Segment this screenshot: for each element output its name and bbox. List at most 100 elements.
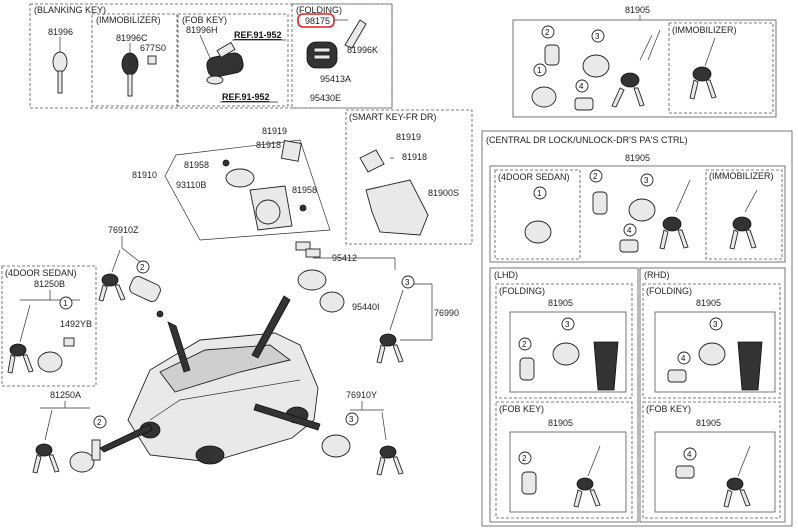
svg-text:1: 1 [537, 189, 542, 198]
label-81919-b: 81919 [396, 132, 421, 142]
callout-4: 4 [579, 82, 584, 91]
door-lock-76910Y-parts: 3 [321, 411, 404, 476]
svg-text:2: 2 [522, 340, 527, 349]
four-door-sedan-title-b: (4DOOR SEDAN) [5, 268, 77, 278]
label-81996H: 81996H [186, 25, 218, 35]
lhd-folding-set [509, 311, 627, 393]
label-93110B: 93110B [176, 180, 206, 190]
lhd-folding-parts: 2 3 [518, 317, 619, 391]
rhd-fob-key-title: (FOB KEY) [646, 404, 691, 414]
label-95440I: 95440I [352, 302, 380, 312]
svg-text:2: 2 [522, 454, 527, 463]
label-81996C: 81996C [116, 33, 148, 43]
label-81996K: 81996K [347, 45, 378, 55]
lhd-fob-key-group [495, 401, 633, 519]
rhd-folding-set [654, 311, 776, 393]
label-81905-central: 81905 [625, 153, 650, 163]
immobilizer-central-title: (IMMOBILIZER) [709, 171, 774, 181]
rhd-fob-key-group [642, 401, 781, 519]
blanking-key-title: (BLANKING KEY) [34, 5, 106, 15]
label-81905-rhd-fob: 81905 [696, 418, 721, 428]
ref-91-952-a: REF.91-952 [234, 30, 282, 40]
central-set-parts: 1 2 3 4 [524, 169, 758, 253]
smart-key-group [345, 109, 473, 245]
lhd-fob-parts: 2 [518, 445, 601, 508]
svg-text:4: 4 [627, 226, 632, 235]
svg-text:1: 1 [63, 299, 68, 308]
folding-key-fob-icon [306, 41, 338, 69]
lhd-fob-set [509, 431, 627, 513]
lhd-fob-key-title: (FOB KEY) [499, 404, 544, 414]
center-connector-parts [295, 241, 321, 258]
label-81905-rhd-folding: 81905 [696, 298, 721, 308]
central-set-group [489, 165, 786, 263]
immobilizer-group-central [705, 169, 783, 260]
folding-group [291, 3, 393, 109]
label-98175: 98175 [305, 16, 330, 26]
center-key-ring-parts: 3 [297, 269, 415, 364]
rhd-group [639, 267, 786, 523]
ignition-set-group-top [512, 19, 777, 118]
svg-text:2: 2 [97, 418, 102, 427]
immobilizer-title: (IMMOBILIZER) [96, 15, 161, 25]
immobilizer-top-title: (IMMOBILIZER) [672, 25, 737, 35]
label-76990: 76990 [434, 308, 459, 318]
lhd-title: (LHD) [494, 270, 518, 280]
lhd-group [489, 267, 639, 523]
label-81250B: 81250B [34, 279, 65, 289]
callout-2: 2 [545, 28, 550, 37]
rhd-fob-parts: 4 [675, 445, 751, 508]
label-81905-lhd-fob: 81905 [548, 418, 573, 428]
label-76910Y: 76910Y [346, 390, 377, 400]
label-81918-a: 81918 [256, 140, 281, 150]
lhd-folding-group [495, 283, 633, 399]
label-81910: 81910 [132, 170, 157, 180]
car-illustration [99, 295, 321, 465]
blanking-key-group [29, 3, 393, 109]
four-door-sedan-group-b [1, 265, 97, 387]
highlight-98175 [297, 13, 335, 28]
label-81905-lhd-folding: 81905 [548, 298, 573, 308]
fob-key-icon [206, 41, 244, 85]
svg-text:4: 4 [687, 450, 692, 459]
rhd-folding-title: (FOLDING) [646, 286, 692, 296]
door-lock-76910Z-parts: 2 [98, 249, 164, 318]
smart-key-lock-icon [359, 149, 429, 236]
folding-title: (FOLDING) [296, 5, 342, 15]
rhd-folding-parts: 3 4 [667, 317, 763, 391]
lhd-folding-title: (FOLDING) [499, 286, 545, 296]
label-677S0: 677S0 [140, 43, 166, 53]
trunk-lock-81250A-parts: 2 [32, 409, 107, 474]
immobilizer-key-icon [121, 52, 157, 97]
ignition-lock-assembly-icon [222, 140, 307, 231]
central-lock-group [481, 130, 793, 527]
four-door-sedan-b-parts: 1 [7, 296, 75, 374]
label-81250A: 81250A [50, 390, 81, 400]
svg-text:2: 2 [593, 172, 598, 181]
smart-key-title: (SMART KEY-FR DR) [349, 112, 436, 122]
svg-text:3: 3 [565, 320, 570, 329]
label-1492YB: 1492YB [60, 319, 92, 329]
label-81918-b: 81918 [402, 152, 427, 162]
rhd-title: (RHD) [644, 270, 670, 280]
svg-text:3: 3 [349, 415, 354, 424]
four-door-sedan-group-a [494, 169, 581, 260]
label-81996: 81996 [48, 27, 73, 37]
svg-text:3: 3 [644, 176, 649, 185]
ignition-outline [164, 139, 331, 241]
callout-3: 3 [595, 32, 600, 41]
ref-91-952-b: REF.91-952 [222, 92, 270, 102]
immobilizer-group-top [668, 22, 774, 114]
label-76910Z: 76910Z [108, 225, 139, 235]
rhd-folding-group [642, 283, 781, 399]
svg-text:3: 3 [405, 278, 410, 287]
immobilizer-group [91, 13, 178, 107]
label-81958-a: 81958 [184, 160, 209, 170]
label-81905-top: 81905 [625, 5, 650, 15]
label-81919-a: 81919 [262, 126, 287, 136]
svg-text:2: 2 [140, 263, 145, 272]
label-95430E: 95430E [310, 93, 341, 103]
fob-key-group [177, 13, 289, 107]
svg-text:3: 3 [713, 320, 718, 329]
